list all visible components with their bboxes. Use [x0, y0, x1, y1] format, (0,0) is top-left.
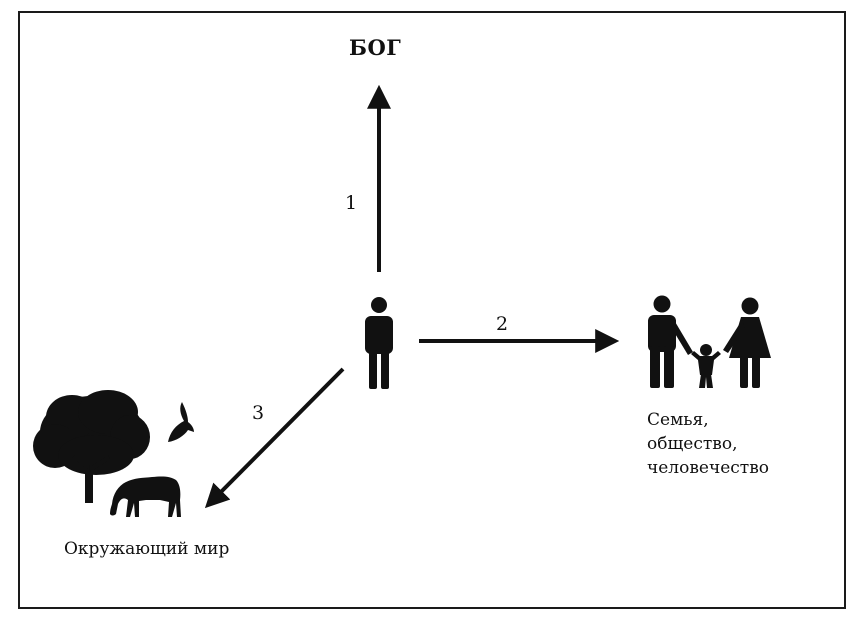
- family-label-line-1: Семья,: [647, 410, 709, 430]
- edge-3-number: 3: [252, 402, 265, 424]
- edge-2-number: 2: [496, 313, 509, 335]
- child-icon: [691, 344, 721, 388]
- family-label: Семья, общество, человечество: [647, 408, 769, 480]
- bird-icon: [168, 402, 194, 442]
- diagram-frame: [18, 11, 846, 609]
- edge-1-number: 1: [345, 192, 358, 214]
- family-label-line-3: человечество: [647, 458, 769, 478]
- family-label-line-2: общество,: [647, 434, 738, 454]
- person-icon: [365, 297, 393, 389]
- arrow-3-to-world: [204, 367, 345, 509]
- world-label: Окружающий мир: [64, 539, 230, 559]
- horse-icon: [110, 476, 181, 517]
- god-label: БОГ: [349, 35, 402, 60]
- tree-icon: [33, 390, 150, 503]
- man-icon: [648, 295, 693, 388]
- woman-icon: [723, 297, 771, 388]
